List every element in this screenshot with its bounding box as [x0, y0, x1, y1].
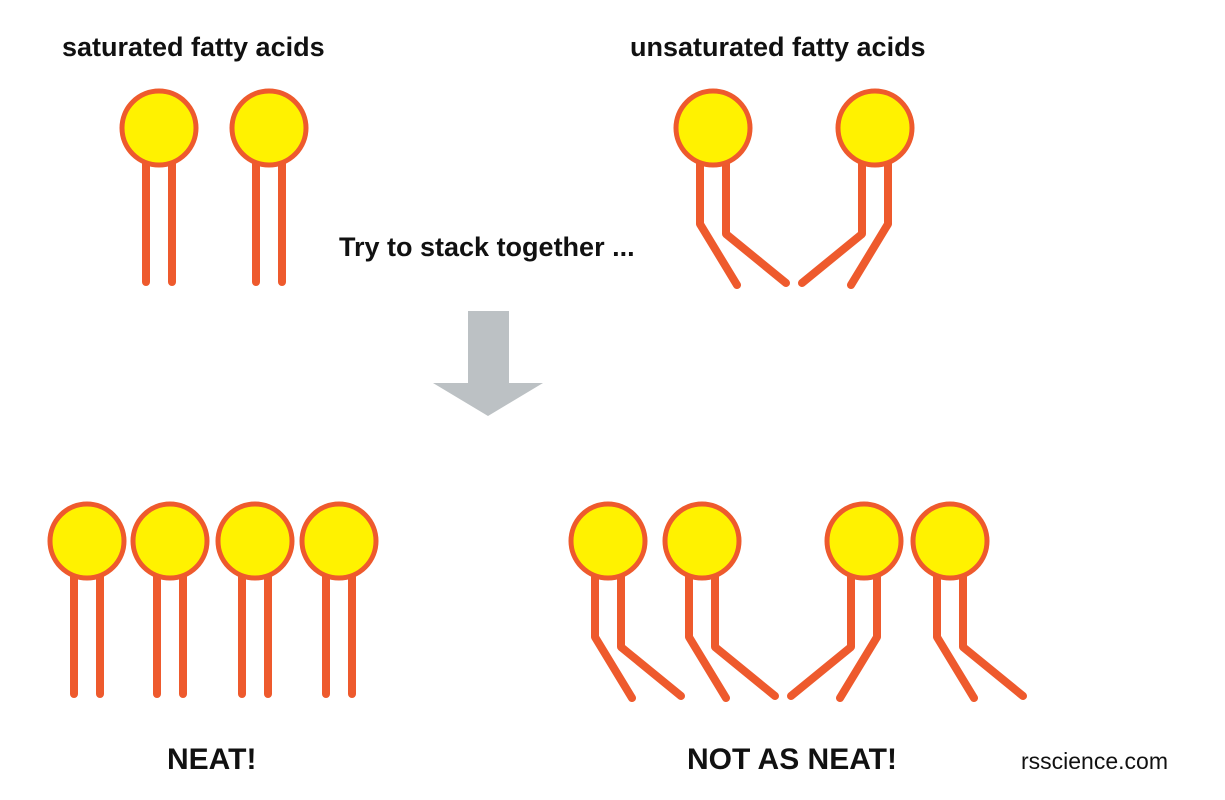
saturated-head [229, 88, 309, 168]
unsaturated-tail [711, 567, 779, 700]
saturated-head [215, 501, 295, 581]
molecules-layer [47, 88, 1027, 702]
unsaturated-tail [696, 154, 741, 289]
unsaturated-head [673, 88, 753, 168]
saturated-head [119, 88, 199, 168]
unsaturated-tail [617, 567, 685, 700]
unsaturated-head [835, 88, 915, 168]
unsaturated-tail [847, 154, 892, 289]
down-arrow [433, 311, 543, 416]
unsaturated-tail [836, 567, 881, 702]
unsaturated-tail [591, 567, 636, 702]
unsaturated-head [568, 501, 648, 581]
unsaturated-tail [933, 567, 978, 702]
stack-prompt: Try to stack together ... [339, 232, 635, 262]
unsaturated-tail [798, 154, 866, 287]
unsaturated-tail [787, 567, 855, 700]
unsaturated-tail [959, 567, 1027, 700]
neat-label: NEAT! [167, 743, 257, 776]
unsaturated-head [824, 501, 904, 581]
saturated-heading: saturated fatty acids [62, 32, 325, 62]
unsaturated-tail [722, 154, 790, 287]
site-credit: rsscience.com [1021, 748, 1168, 774]
not-as-neat-label: NOT AS NEAT! [687, 743, 897, 776]
unsaturated-heading: unsaturated fatty acids [630, 32, 926, 62]
saturated-head [47, 501, 127, 581]
saturated-head [130, 501, 210, 581]
saturated-head [299, 501, 379, 581]
unsaturated-head [910, 501, 990, 581]
unsaturated-tail [685, 567, 730, 702]
unsaturated-head [662, 501, 742, 581]
